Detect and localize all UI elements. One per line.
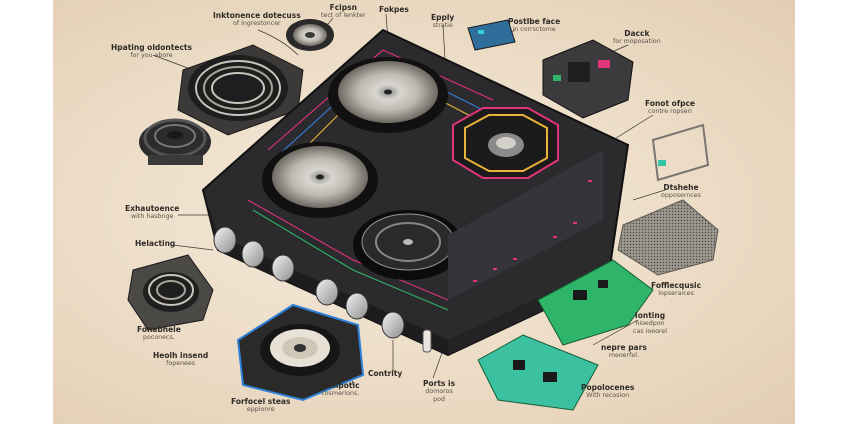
induction-zone [452,107,559,179]
lower-coil-block [127,254,214,331]
green-board-bottom [477,334,599,411]
control-knobs [213,226,405,339]
knob-6 [381,311,405,339]
label-fokpes: Fokpes [379,5,409,14]
knob-1 [213,226,237,254]
exploded-view-drawing [127,13,719,411]
top-circuit-board [467,19,516,51]
knob-5 [345,292,369,320]
dock-module [542,39,634,119]
heating-element-part [177,44,304,136]
coil-plate-part [236,303,365,402]
knob-2 [241,240,265,268]
coil-spool-part [139,118,211,165]
knob-4 [315,278,339,306]
burner-bottom [353,210,463,280]
control-panel [448,150,603,300]
knob-3 [271,254,295,282]
label-contrity: Contrity [368,369,403,378]
label-helacting: Helacting [135,239,176,248]
burner-left [262,142,378,218]
small-coil-part [286,19,334,51]
green-board-right [537,259,654,346]
mesh-frame-part [617,199,719,276]
burner-top [328,57,448,133]
bracket-part [651,123,710,182]
front-pod-part [422,329,432,353]
